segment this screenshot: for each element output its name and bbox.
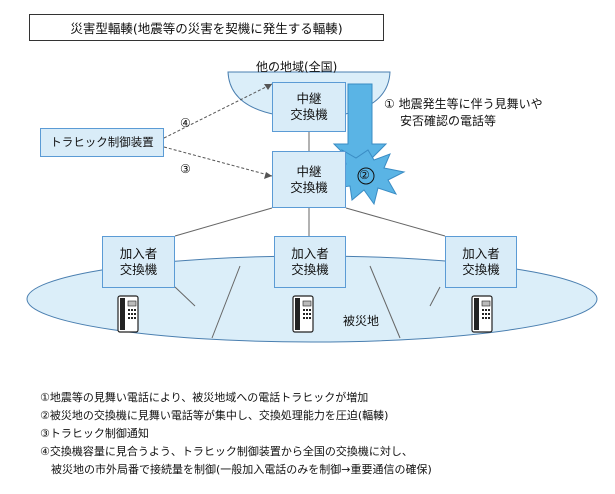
disaster-area-label: 被災地	[343, 314, 380, 328]
dashed-arrows	[163, 83, 273, 177]
subscriber-right-line2: 交換機	[462, 262, 500, 277]
note-item: ①地震等の見舞い電話により、被災地域への電話トラヒックが増加	[40, 391, 369, 404]
note-item: ②被災地の交換機に見舞い電話等が集中し、交換処理能力を圧迫(輻輳)	[40, 409, 389, 422]
relay-mid-line1: 中継	[296, 163, 322, 179]
relay-top-line1: 中継	[296, 91, 322, 106]
relay-exchange-top: 中継 交換機	[272, 82, 346, 132]
marker-4: ④	[180, 116, 191, 130]
dashed-arrowhead-mid	[264, 172, 272, 179]
callout-1-line1: ① 地震発生等に伴う見舞いや	[384, 97, 543, 111]
subscriber-left-line1: 加入者	[119, 246, 158, 261]
traffic-control-device: トラヒック制御装置	[40, 128, 164, 157]
diagram-title: 災害型輻輳(地震等の災害を契機に発生する輻輳)	[29, 14, 384, 41]
region-top-label: 他の地域(全国)	[256, 60, 338, 74]
subscriber-exchange-right: 加入者 交換機	[445, 236, 517, 288]
dashed-arrowhead-top	[264, 84, 272, 90]
marker-3: ③	[180, 162, 191, 176]
marker-2: ②	[359, 168, 370, 182]
subscriber-center-line2: 交換機	[291, 262, 329, 277]
note-item: ③トラヒック制御通知	[40, 427, 149, 440]
connector-lines	[174, 131, 446, 339]
note-item: 被災地の市外局番で接続量を制御(一般加入電話のみを制御→重要通信の確保)	[40, 463, 432, 476]
notes-list: ①地震等の見舞い電話により、被災地域への電話トラヒックが増加 ②被災地の交換機に…	[40, 389, 432, 479]
relay-exchange-mid: 中継 交換機	[272, 151, 346, 208]
telephone-icon	[292, 295, 314, 333]
callout-1-line2: 安否確認の電話等	[400, 114, 497, 128]
telephone-icon	[471, 295, 493, 333]
subscriber-right-line1: 加入者	[462, 246, 500, 261]
burst-icon	[328, 148, 406, 206]
telephone-icon	[117, 295, 139, 333]
subscriber-center-line1: 加入者	[291, 246, 329, 261]
marker-2-circle	[357, 167, 375, 185]
subscriber-exchange-center: 加入者 交換機	[274, 236, 346, 288]
subscriber-left-line2: 交換機	[119, 262, 158, 277]
subscriber-exchange-left: 加入者 交換機	[102, 236, 175, 288]
down-arrow-icon	[332, 83, 388, 171]
relay-mid-line2: 交換機	[290, 179, 328, 195]
callout-1: ① 地震発生等に伴う見舞いや 安否確認の電話等	[384, 96, 543, 130]
relay-top-line2: 交換機	[290, 107, 328, 122]
note-item: ④交換機容量に見合うよう、トラヒック制御装置から全国の交換機に対し、	[40, 445, 413, 458]
